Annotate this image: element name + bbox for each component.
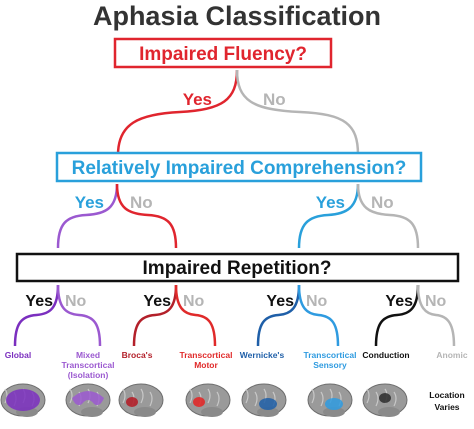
brain-lesion-region: [259, 398, 277, 410]
repetition-no-branch-3: [297, 284, 340, 347]
brain-lesion-region: [126, 397, 138, 407]
repetition-yes-label-2: Yes: [143, 293, 171, 310]
repetition-yes-branch-4: [374, 284, 420, 347]
outcome-label: Wernicke's: [240, 350, 285, 360]
repetition-yes-branch-1: [13, 284, 60, 347]
repetition-no-branch-1: [56, 284, 102, 347]
fluency-no-branch: [235, 69, 360, 156]
repetition-question: Impaired Repetition?: [143, 258, 332, 279]
outcome-label: Global: [5, 350, 31, 360]
brain-lesion-region: [6, 389, 40, 411]
brain-lesion-region: [325, 398, 343, 410]
repetition-no-label-2: No: [183, 293, 205, 310]
brain-lesion-region: [379, 393, 391, 403]
brain-icon: [185, 383, 231, 417]
location-varies-line2: Varies: [434, 402, 459, 412]
repetition-no-branch-4: [416, 284, 456, 347]
location-varies-line1: Location: [429, 390, 464, 400]
brain-icon: [241, 383, 287, 417]
repetition-yes-branch-2: [132, 284, 178, 347]
brain-icon: [362, 383, 408, 417]
comprehension-question-box: [55, 151, 423, 183]
fluency-question: Impaired Fluency?: [139, 44, 307, 65]
repetition-no-label-4: No: [425, 293, 447, 310]
fluency-yes-label: Yes: [183, 90, 212, 109]
outcome-label: Broca's: [122, 350, 153, 360]
comprehension-right-yes-branch: [297, 183, 360, 249]
repetition-no-label-1: No: [65, 293, 87, 310]
comprehension-right-no-branch: [356, 183, 420, 249]
repetition-branches: Yes No Yes No Yes No Yes No: [13, 284, 456, 347]
repetition-no-branch-2: [174, 284, 217, 347]
brain-icon: [65, 383, 111, 417]
comprehension-right-no-label: No: [371, 193, 394, 212]
repetition-yes-label-3: Yes: [266, 293, 294, 310]
brain-icon: [307, 383, 353, 417]
fluency-no-label: No: [263, 90, 286, 109]
fluency-yes-branch: [116, 69, 239, 156]
comprehension-right-yes-label: Yes: [316, 193, 345, 212]
diagram-title: Aphasia Classification: [93, 1, 381, 31]
comprehension-question: Relatively Impaired Comprehension?: [72, 158, 407, 179]
brain-lesion-region: [72, 391, 104, 406]
comprehension-left-no-branch: [115, 183, 178, 249]
comprehension-left-no-label: No: [130, 193, 153, 212]
fluency-question-box: [113, 37, 333, 69]
repetition-yes-branch-3: [256, 284, 301, 347]
comprehension-left-yes-label: Yes: [75, 193, 104, 212]
repetition-no-label-3: No: [306, 293, 328, 310]
brain-icon: [0, 383, 46, 417]
repetition-yes-label-4: Yes: [385, 293, 413, 310]
outcome-label: Anomic: [436, 350, 467, 360]
comprehension-left-yes-branch: [56, 183, 119, 249]
repetition-question-box: [15, 252, 460, 283]
repetition-yes-label-1: Yes: [25, 293, 53, 310]
brain-lesion-region: [193, 397, 205, 407]
brain-icon: [118, 383, 164, 417]
outcome-label: Conduction: [362, 350, 409, 360]
brain-illustrations: [0, 383, 408, 417]
